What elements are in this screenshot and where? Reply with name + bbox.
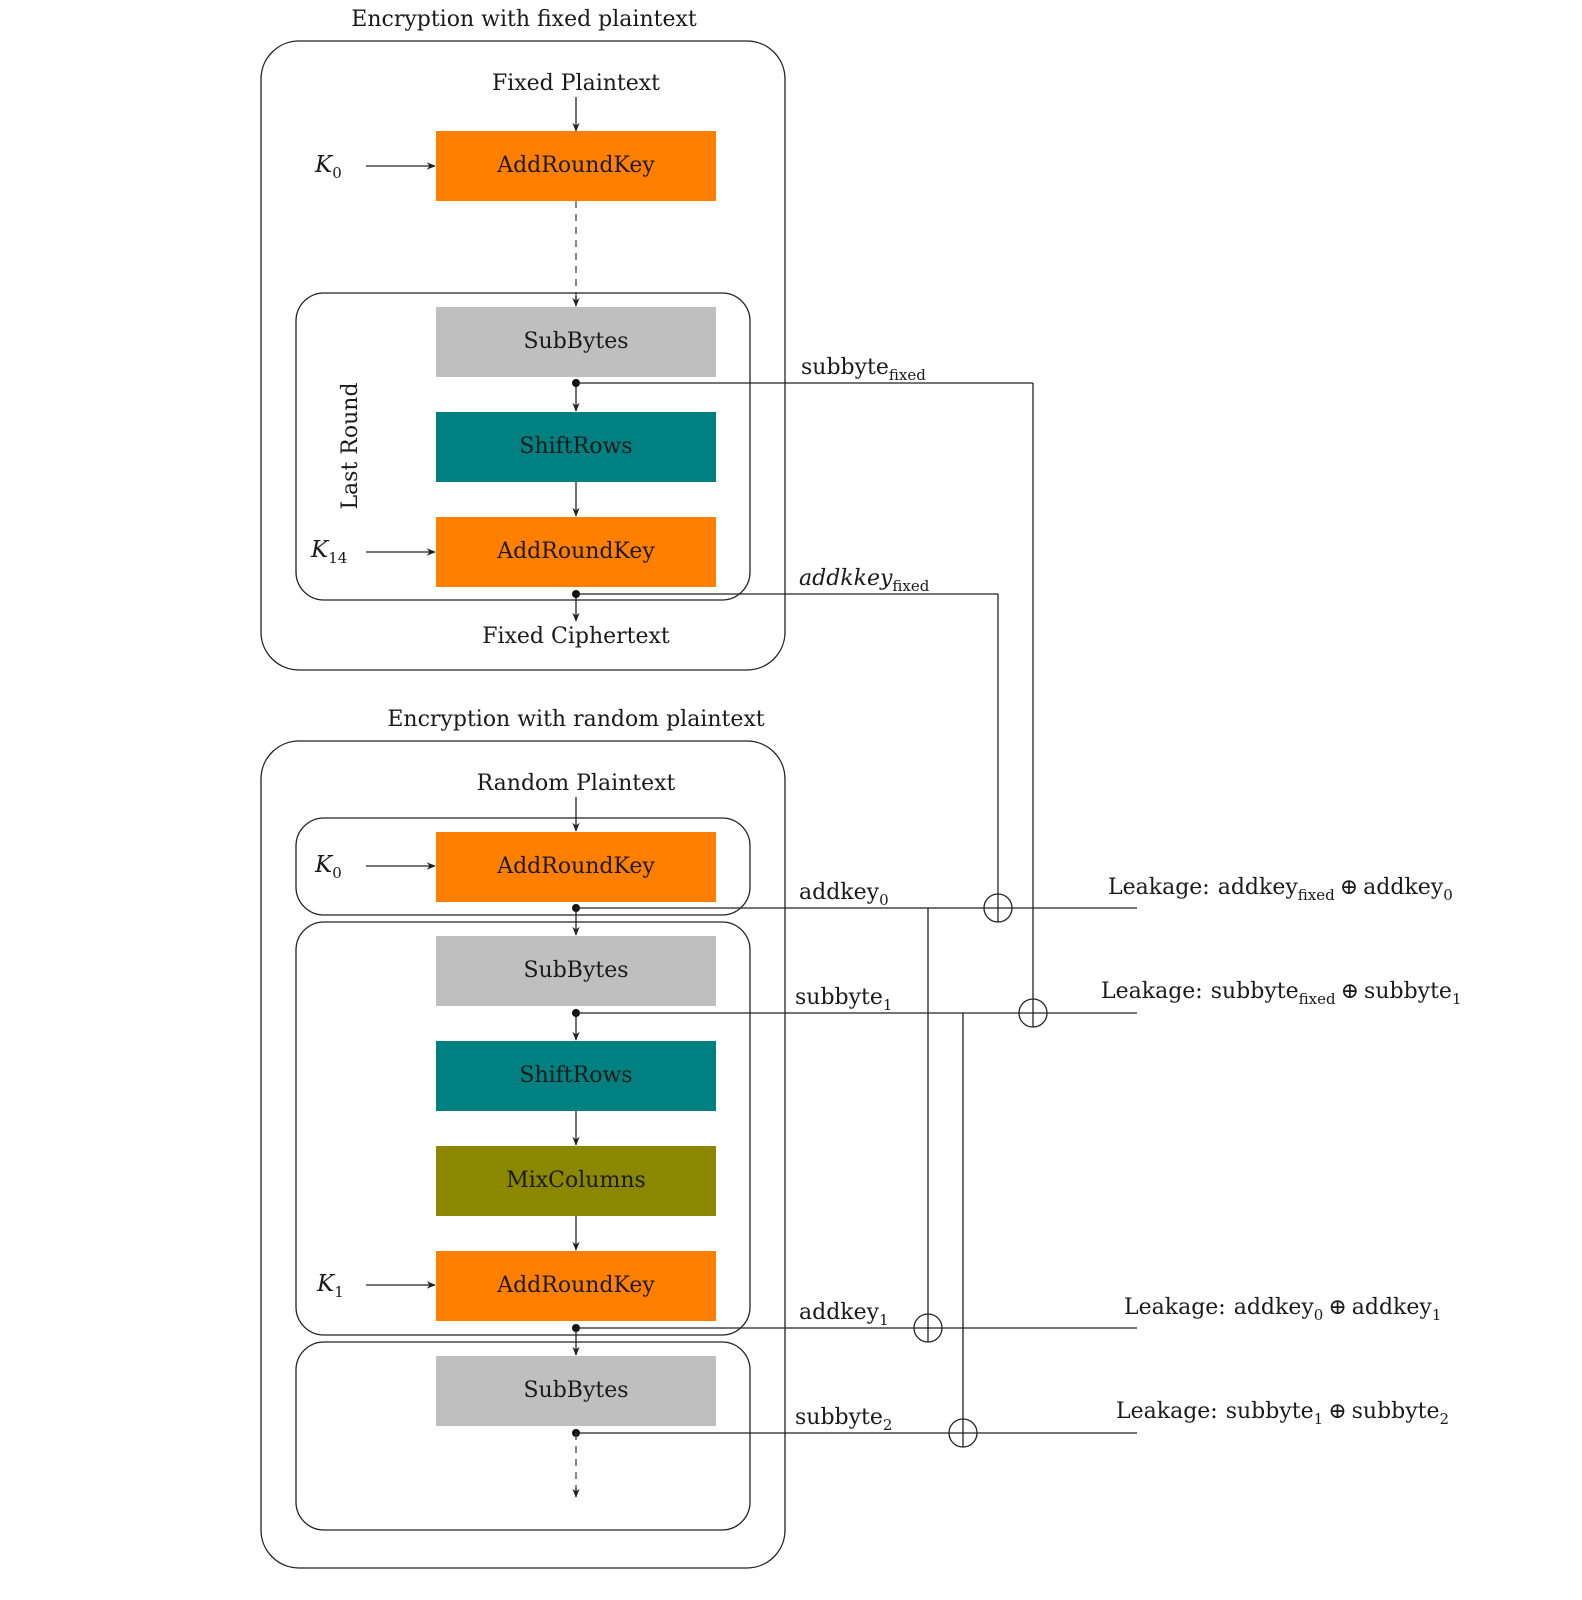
fixed-plaintext-label: Fixed Plaintext — [492, 71, 660, 96]
random-mixcolumns-block — [436, 1146, 716, 1216]
fixed-subbytes-block — [436, 307, 716, 377]
fixed-ciphertext-label: Fixed Ciphertext — [482, 624, 670, 649]
fixed-section-frame — [260, 40, 786, 671]
fixed-addroundkey-0-block — [436, 131, 716, 201]
random-key1-label: K1 — [316, 1271, 344, 1301]
random-round2-frame — [295, 1341, 751, 1531]
fixed-shiftrows-label: ShiftRows — [519, 434, 632, 459]
random-subbytes-2-label: SubBytes — [523, 1378, 628, 1403]
random-shiftrows-block — [436, 1041, 716, 1111]
random-subbytes-1-block — [436, 936, 716, 1006]
random-addroundkey-1-label: AddRoundKey — [496, 1273, 655, 1298]
random-plaintext-label: Random Plaintext — [477, 771, 676, 796]
fixed-addroundkey-14-label: AddRoundKey — [496, 539, 655, 564]
leakage-4-label: Leakage:subbyte1⊕subbyte2 — [1116, 1399, 1449, 1428]
random-subbytes-2-block — [436, 1356, 716, 1426]
random-round0-frame — [295, 817, 751, 916]
xor-addkey-fixed-addkey0 — [983, 893, 1013, 923]
random-addroundkey-0-block — [436, 832, 716, 902]
random-subbytes-1-label: SubBytes — [523, 958, 628, 983]
subbyte2-wire-label: subbyte2 — [795, 1405, 892, 1434]
random-key0-label: K0 — [314, 852, 342, 882]
fixed-addroundkey-0-label: AddRoundKey — [496, 153, 655, 178]
addkey0-wire-label: addkey0 — [799, 880, 889, 909]
xor-subbyte1-subbyte2 — [948, 1418, 978, 1448]
fixed-shiftrows-block — [436, 412, 716, 482]
last-round-label: Last Round — [338, 382, 363, 509]
random-mixcolumns-label: MixColumns — [506, 1168, 646, 1193]
subbyte1-wire-label: subbyte1 — [795, 985, 892, 1014]
subbyte-fixed-wire-label: subbytefixed — [801, 355, 926, 384]
fixed-subbytes-label: SubBytes — [523, 329, 628, 354]
addkey-fixed-wire-label: addkkeyfixed — [799, 566, 930, 595]
random-addroundkey-0-label: AddRoundKey — [496, 854, 655, 879]
leakage-1-label: Leakage:addkeyfixed⊕addkey0 — [1108, 875, 1453, 904]
leakage-3-label: Leakage:addkey0⊕addkey1 — [1124, 1295, 1441, 1324]
leakage-2-label: Leakage:subbytefixed⊕subbyte1 — [1101, 979, 1462, 1008]
fixed-key0-label: K0 — [314, 152, 342, 182]
fixed-key14-label: K14 — [310, 537, 347, 567]
random-round1-frame — [295, 921, 751, 1336]
fixed-section-title: Encryption with fixed plaintext — [351, 7, 697, 32]
xor-subbyte-fixed-subbyte1 — [1018, 998, 1048, 1028]
fixed-last-round-frame — [295, 292, 751, 601]
addkey1-wire-label: addkey1 — [799, 1300, 889, 1329]
random-section-frame — [260, 740, 786, 1569]
random-addroundkey-1-block — [436, 1251, 716, 1321]
xor-addkey0-addkey1 — [913, 1313, 943, 1343]
random-shiftrows-label: ShiftRows — [519, 1063, 632, 1088]
random-section-title: Encryption with random plaintext — [387, 707, 764, 732]
fixed-addroundkey-14-block — [436, 517, 716, 587]
